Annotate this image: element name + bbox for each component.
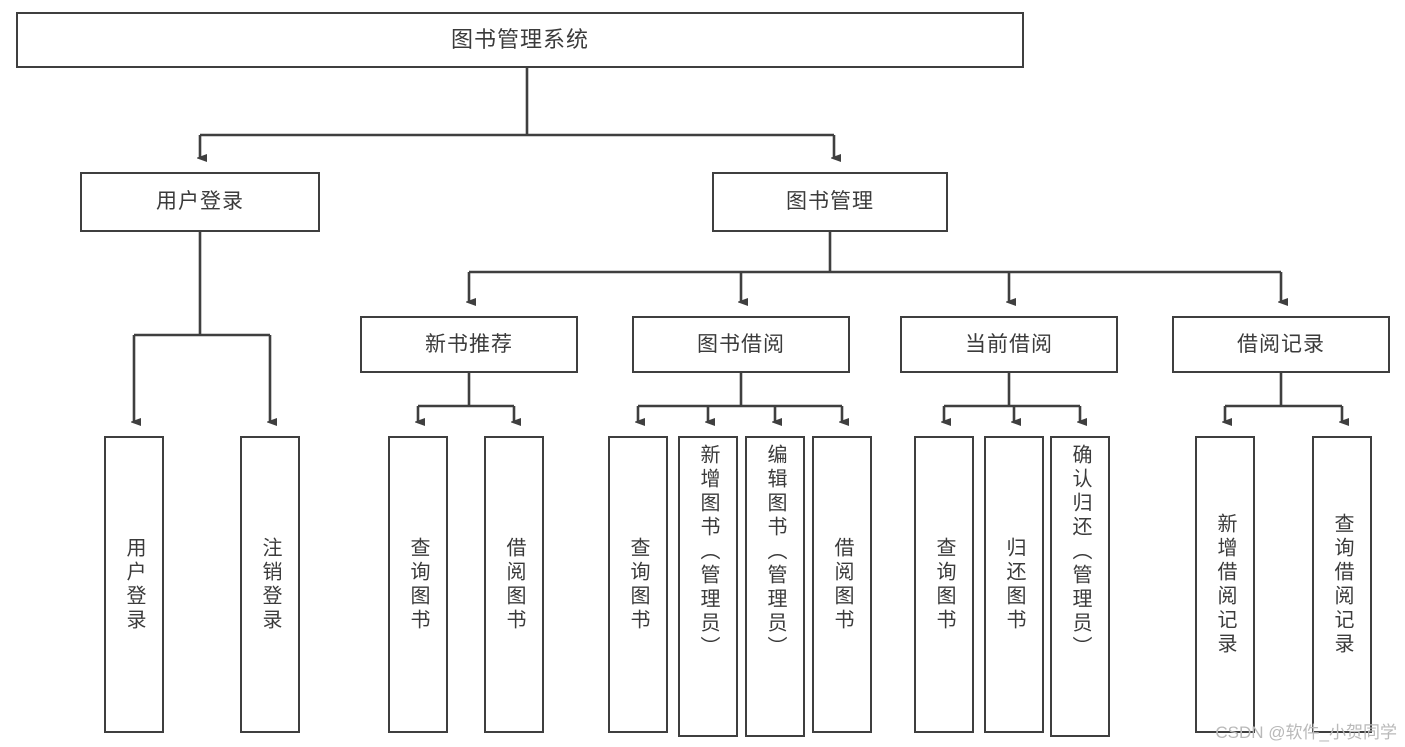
- leaf-edit-book-admin[interactable]: 编辑图书（管理员）: [745, 436, 805, 737]
- node-new-book-recommendation-label: 新书推荐: [425, 332, 513, 356]
- leaf-confirm-return-admin[interactable]: 确认归还（管理员）: [1050, 436, 1110, 737]
- leaf-query-borrow-record[interactable]: 查询借阅记录: [1312, 436, 1372, 733]
- leaf-borrow-book-nbr-label: 借阅图书: [503, 536, 525, 633]
- leaf-logout-label: 注销登录: [259, 536, 281, 633]
- leaf-return-book[interactable]: 归还图书: [984, 436, 1044, 733]
- node-book-borrowing-label: 图书借阅: [697, 332, 785, 356]
- leaf-query-borrow-record-label: 查询借阅记录: [1331, 512, 1353, 657]
- node-root[interactable]: 图书管理系统: [16, 12, 1024, 68]
- leaf-add-book-admin[interactable]: 新增图书（管理员）: [678, 436, 738, 737]
- leaf-query-book-bb-label: 查询图书: [627, 536, 649, 633]
- leaf-borrow-book-bb-label: 借阅图书: [831, 536, 853, 633]
- leaf-borrow-book-bb[interactable]: 借阅图书: [812, 436, 872, 733]
- leaf-return-book-label: 归还图书: [1003, 536, 1025, 633]
- leaf-confirm-return-admin-label: 确认归还（管理员）: [1069, 444, 1091, 660]
- node-book-management-label: 图书管理: [786, 190, 874, 214]
- leaf-query-book-cb-label: 查询图书: [933, 536, 955, 633]
- leaf-edit-book-admin-label: 编辑图书（管理员）: [764, 444, 786, 660]
- leaf-query-book-cb[interactable]: 查询图书: [914, 436, 974, 733]
- leaf-logout[interactable]: 注销登录: [240, 436, 300, 733]
- node-user-login-label: 用户登录: [156, 190, 244, 214]
- leaf-add-borrow-record-label: 新增借阅记录: [1214, 512, 1236, 657]
- leaf-user-login[interactable]: 用户登录: [104, 436, 164, 733]
- leaf-query-book-bb[interactable]: 查询图书: [608, 436, 668, 733]
- node-new-book-recommendation[interactable]: 新书推荐: [360, 316, 578, 373]
- leaf-add-borrow-record[interactable]: 新增借阅记录: [1195, 436, 1255, 733]
- node-root-label: 图书管理系统: [450, 26, 589, 52]
- leaf-user-login-label: 用户登录: [123, 536, 145, 633]
- node-book-management[interactable]: 图书管理: [712, 172, 948, 232]
- node-borrowing-record[interactable]: 借阅记录: [1172, 316, 1390, 373]
- leaf-borrow-book-nbr[interactable]: 借阅图书: [484, 436, 544, 733]
- node-current-borrowing[interactable]: 当前借阅: [900, 316, 1118, 373]
- leaf-add-book-admin-label: 新增图书（管理员）: [697, 444, 719, 660]
- node-current-borrowing-label: 当前借阅: [965, 332, 1053, 356]
- node-borrowing-record-label: 借阅记录: [1237, 332, 1325, 356]
- leaf-query-book-nbr-label: 查询图书: [407, 536, 429, 633]
- leaf-query-book-nbr[interactable]: 查询图书: [388, 436, 448, 733]
- watermark: CSDN @软件_小贺同学: [1215, 723, 1397, 742]
- node-book-borrowing[interactable]: 图书借阅: [632, 316, 850, 373]
- node-user-login[interactable]: 用户登录: [80, 172, 320, 232]
